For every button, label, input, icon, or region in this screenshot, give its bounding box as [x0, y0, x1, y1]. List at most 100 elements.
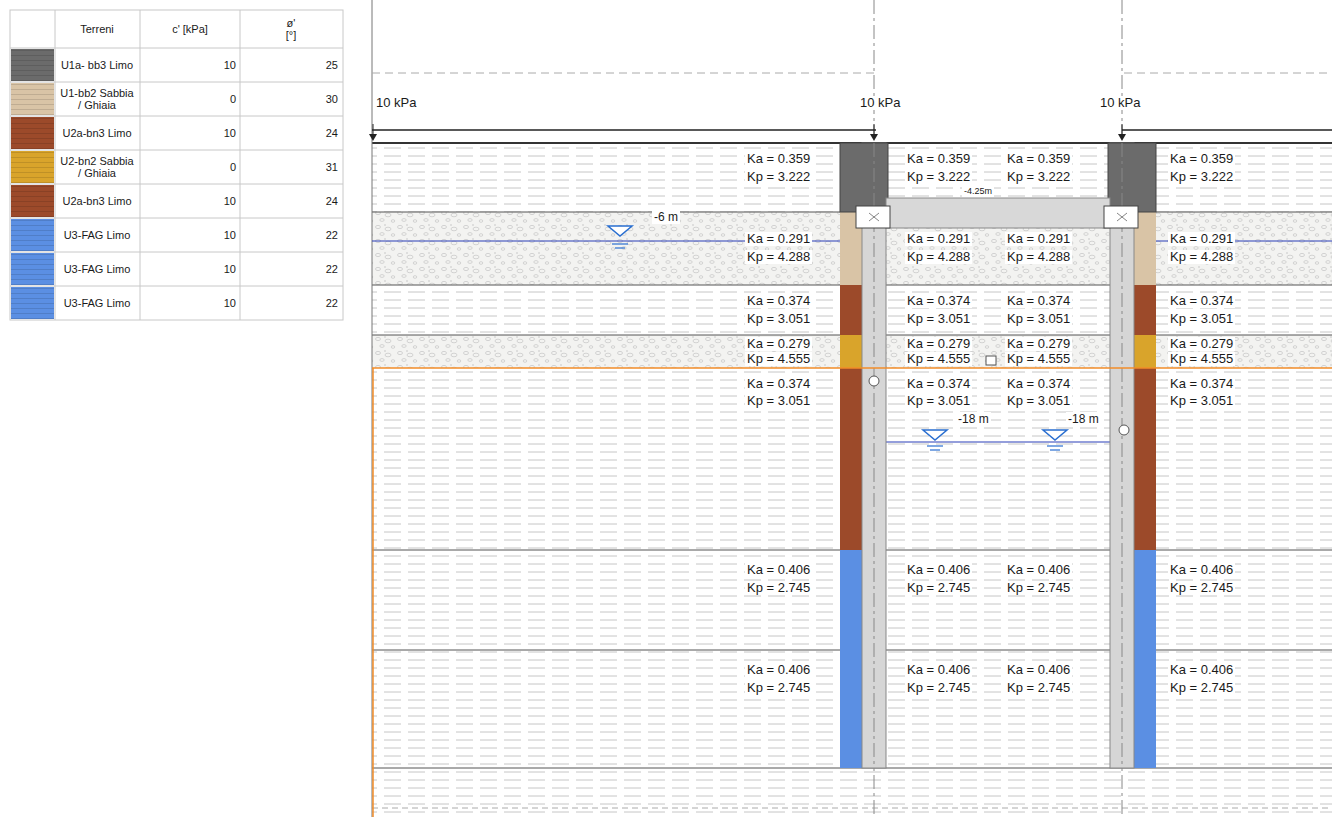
- coefficient-label: Ka = 0.279: [1168, 337, 1235, 351]
- table-value: 0: [230, 92, 236, 106]
- soil-name: U2a-bn3 Limo: [58, 127, 136, 139]
- coefficient-label: Kp = 2.745: [1168, 581, 1235, 595]
- soil-name: U3-FAG Limo: [58, 263, 136, 275]
- table-value: 24: [326, 126, 338, 140]
- coefficient-label: Kp = 3.222: [745, 170, 812, 184]
- coefficient-label: Ka = 0.374: [1005, 377, 1072, 391]
- soil-name: U3-FAG Limo: [58, 229, 136, 241]
- table-value: 30: [326, 92, 338, 106]
- coefficient-label: Ka = 0.374: [745, 294, 812, 308]
- coefficient-label: Ka = 0.374: [905, 294, 972, 308]
- coefficient-label: Kp = 2.745: [745, 681, 812, 695]
- diaphragm-wall: [840, 143, 888, 768]
- coefficient-label: Kp = 3.222: [1005, 170, 1072, 184]
- table-value: 22: [326, 262, 338, 276]
- coefficient-label: Ka = 0.406: [745, 563, 812, 577]
- soil-name: U1-bb2 Sabbia / Ghiaia: [58, 87, 136, 111]
- coefficient-label: Kp = 2.745: [1005, 581, 1072, 595]
- coefficient-label: Ka = 0.359: [905, 152, 972, 166]
- soil-body: [372, 143, 1332, 817]
- coefficient-label: Ka = 0.406: [1168, 663, 1235, 677]
- coefficient-label: Kp = 4.288: [1168, 250, 1235, 264]
- table-value: 10: [224, 262, 236, 276]
- coefficient-label: Kp = 2.745: [905, 681, 972, 695]
- coefficient-label: Kp = 3.051: [905, 312, 972, 326]
- coefficient-label: Kp = 2.745: [905, 581, 972, 595]
- level-label: -4.25m: [962, 186, 994, 197]
- coefficient-label: Ka = 0.374: [905, 377, 972, 391]
- coefficient-label: Kp = 3.051: [1005, 394, 1072, 408]
- load-label: 10 kPa: [374, 96, 418, 110]
- coefficient-label: Kp = 2.745: [745, 581, 812, 595]
- table-value: 22: [326, 296, 338, 310]
- coefficient-label: Ka = 0.374: [745, 377, 812, 391]
- coefficient-label: Kp = 3.051: [745, 394, 812, 408]
- marker: [869, 356, 1129, 435]
- table-value: 24: [326, 194, 338, 208]
- coefficient-label: Kp = 4.288: [1005, 250, 1072, 264]
- coefficient-label: Kp = 3.051: [1005, 312, 1072, 326]
- coefficient-label: Kp = 4.288: [745, 250, 812, 264]
- table-header: c' [kPa]: [172, 23, 208, 35]
- soil-swatch: [11, 253, 54, 285]
- load-label: 10 kPa: [858, 96, 902, 110]
- coefficient-label: Ka = 0.291: [1005, 232, 1072, 246]
- load-label: 10 kPa: [1098, 96, 1142, 110]
- table-value: 31: [326, 160, 338, 174]
- soil-swatch: [11, 49, 54, 81]
- table-value: 25: [326, 58, 338, 72]
- table-value: 10: [224, 126, 236, 140]
- soil-swatch: [11, 185, 54, 217]
- coefficient-label: Ka = 0.374: [1168, 377, 1235, 391]
- coefficient-label: Kp = 2.745: [1005, 681, 1072, 695]
- frame-lines: [372, 0, 1332, 817]
- soil-swatch: [11, 117, 54, 149]
- table-header: Terreni: [62, 23, 132, 35]
- coefficient-label: Kp = 4.555: [905, 352, 972, 366]
- soil-swatch: [11, 219, 54, 251]
- coefficient-label: Ka = 0.374: [1168, 294, 1235, 308]
- soil-name: U3-FAG Limo: [58, 297, 136, 309]
- coefficient-label: Kp = 4.555: [1005, 352, 1072, 366]
- coefficient-label: Ka = 0.279: [1005, 337, 1072, 351]
- coefficient-label: Kp = 4.288: [905, 250, 972, 264]
- coefficient-label: Kp = 4.555: [1168, 352, 1235, 366]
- coefficient-label: Ka = 0.359: [1168, 152, 1235, 166]
- coefficient-label: Kp = 3.051: [1168, 394, 1235, 408]
- strut: [856, 198, 1138, 228]
- coefficient-label: Kp = 3.222: [905, 170, 972, 184]
- level-label: -18 m: [956, 412, 991, 426]
- soil-name: U1a- bb3 Limo: [58, 59, 136, 71]
- table-value: 10: [224, 194, 236, 208]
- coefficient-label: Kp = 3.051: [1168, 312, 1235, 326]
- soil-name: U2-bn2 Sabbia / Ghiaia: [58, 155, 136, 179]
- coefficient-label: Ka = 0.291: [1168, 232, 1235, 246]
- coefficient-label: Ka = 0.359: [1005, 152, 1072, 166]
- coefficient-label: Ka = 0.406: [905, 563, 972, 577]
- level-label: -18 m: [1066, 412, 1101, 426]
- soil-swatch: [11, 151, 54, 183]
- coefficient-label: Ka = 0.406: [1005, 663, 1072, 677]
- coefficient-label: Ka = 0.291: [745, 232, 812, 246]
- table-value: 10: [224, 58, 236, 72]
- coefficient-label: Ka = 0.279: [745, 337, 812, 351]
- soil-swatch: [11, 83, 54, 115]
- coefficient-label: Kp = 2.745: [1168, 681, 1235, 695]
- table-value: 0: [230, 160, 236, 174]
- table-value: 10: [224, 228, 236, 242]
- coefficient-label: Kp = 3.051: [745, 312, 812, 326]
- diaphragm-wall: [1108, 143, 1156, 768]
- coefficient-label: Kp = 3.222: [1168, 170, 1235, 184]
- coefficient-label: Ka = 0.374: [1005, 294, 1072, 308]
- table-value: 10: [224, 296, 236, 310]
- coefficient-label: Kp = 4.555: [745, 352, 812, 366]
- coefficient-label: Ka = 0.406: [745, 663, 812, 677]
- coefficient-label: Kp = 3.051: [905, 394, 972, 408]
- table-header: ø' [°]: [280, 17, 302, 41]
- level-label: -6 m: [652, 210, 680, 224]
- soil-swatch: [11, 287, 54, 319]
- soil-name: U2a-bn3 Limo: [58, 195, 136, 207]
- surcharge-load: [369, 124, 1332, 141]
